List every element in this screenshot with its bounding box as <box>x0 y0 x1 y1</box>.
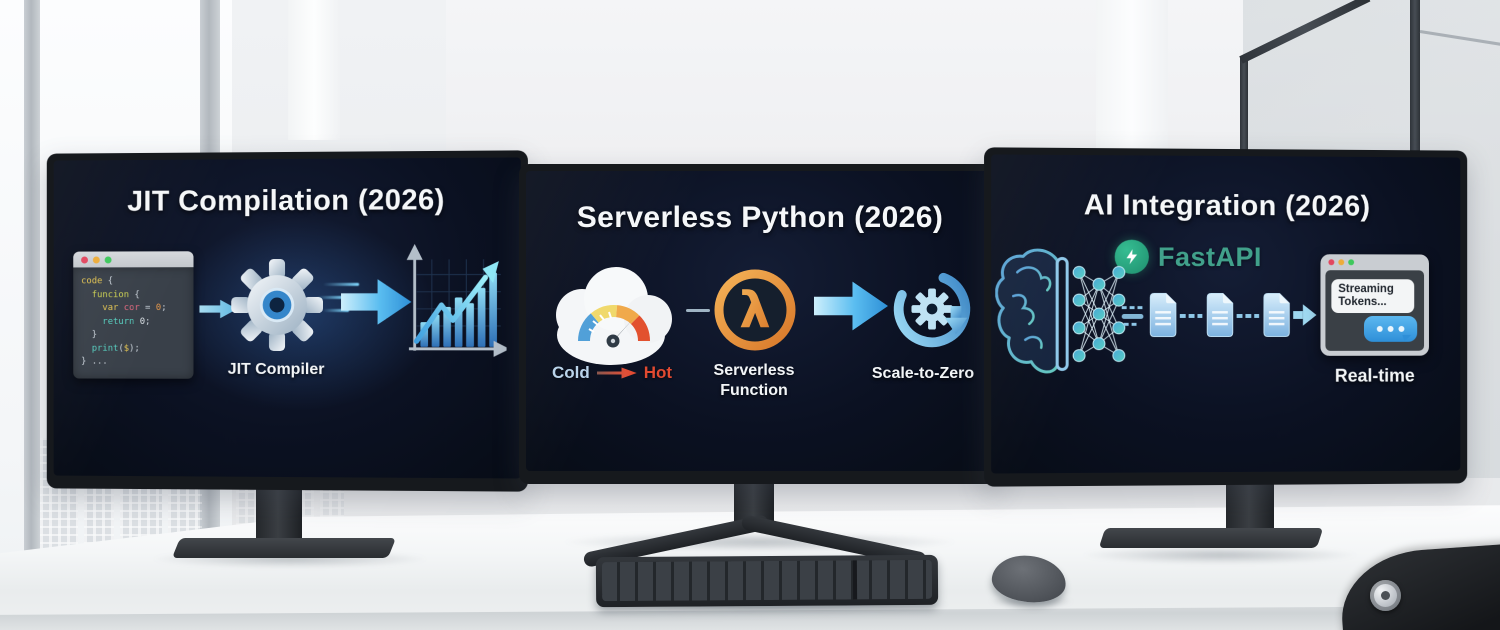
flow-arrow-icon <box>199 299 237 319</box>
maximize-dot-icon <box>104 255 112 263</box>
streaming-tokens-bubble: Streaming Tokens... <box>1331 279 1415 314</box>
jit-gear-icon <box>231 259 323 352</box>
glass-frame <box>1240 56 1248 174</box>
connector-line <box>686 309 710 312</box>
monitor-left: JIT Compilation (2026) code { funcion { … <box>46 150 528 492</box>
growth-chart-icon <box>401 240 507 375</box>
streaming-window-body: Streaming Tokens... <box>1325 270 1425 351</box>
monitor-stand-base <box>171 538 397 558</box>
monitor-right: AI Integration (2026) FastAPI <box>984 147 1468 487</box>
document-stream-icon <box>1121 288 1317 342</box>
fastapi-label: FastAPI <box>1157 241 1262 272</box>
monitor-right-screen: AI Integration (2026) FastAPI <box>991 154 1461 474</box>
keyboard-keys <box>601 559 933 602</box>
cold-hot-caption: Cold Hot <box>530 363 694 383</box>
cold-label: Cold <box>551 363 590 382</box>
realtime-label: Real-time <box>1334 365 1415 386</box>
monitor-center-screen: Serverless Python (2026) <box>526 171 994 471</box>
slide-title: Serverless Python (2026) <box>576 201 944 234</box>
streaming-window-titlebar <box>1320 254 1428 270</box>
jit-compiler-label: JIT Compiler <box>227 360 325 379</box>
minimize-dot-icon <box>92 255 100 263</box>
slide-title: JIT Compilation (2026) <box>127 184 445 218</box>
monitor-center: Serverless Python (2026) <box>519 164 1001 484</box>
hot-label: Hot <box>643 363 673 382</box>
chair-button <box>1370 580 1401 611</box>
cold-to-hot-arrow-icon <box>596 367 637 379</box>
monitor-left-screen: JIT Compilation (2026) code { funcion { … <box>53 157 521 479</box>
minimize-dot-icon <box>1338 259 1345 266</box>
brain-neural-icon <box>995 243 1127 384</box>
lightning-bolt-icon <box>1114 239 1149 274</box>
keyboard <box>595 554 939 608</box>
chat-bubble-icon <box>1363 316 1418 342</box>
flow-arrow-icon <box>814 281 888 331</box>
wall-column <box>288 0 340 140</box>
flow-arrow-icon <box>341 275 411 329</box>
cloud-gauge-icon <box>556 267 672 365</box>
maximize-dot-icon <box>1348 259 1355 266</box>
close-dot-icon <box>81 256 88 263</box>
streaming-window: Streaming Tokens... <box>1320 254 1429 356</box>
close-dot-icon <box>1328 259 1335 266</box>
code-window-titlebar <box>73 251 194 268</box>
lambda-icon: λ <box>714 269 796 351</box>
svg-text:λ: λ <box>739 281 771 339</box>
code-snippet: code { funcion { var cor = 0; return 0; … <box>73 267 194 379</box>
code-editor-window: code { funcion { var cor = 0; return 0; … <box>73 251 194 379</box>
slide-title: AI Integration (2026) <box>1083 189 1371 223</box>
scale-to-zero-icon <box>893 270 971 348</box>
window-mullion <box>24 0 40 630</box>
scale-to-zero-label: Scale-to-Zero <box>871 365 975 382</box>
monitor-stand-base <box>1098 528 1324 548</box>
fastapi-logo: FastAPI <box>1114 239 1262 274</box>
serverless-function-label: Serverless Function <box>713 362 795 399</box>
